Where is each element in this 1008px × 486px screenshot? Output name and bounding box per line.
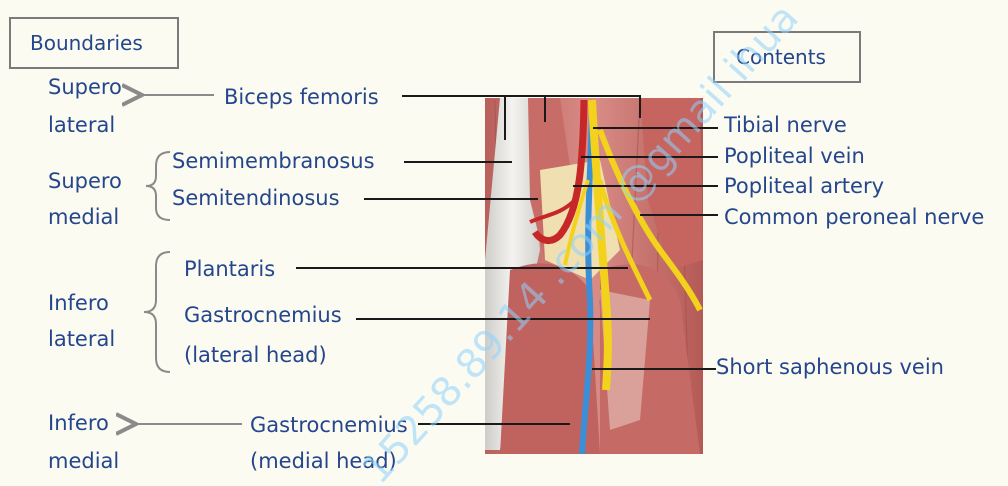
superomedial-region-line1: Supero	[48, 169, 122, 193]
gastrocnemius-lateral-label: Gastrocnemius	[184, 303, 342, 327]
inferomedial-region-line1: Infero	[48, 411, 109, 435]
boundaries-heading: Boundaries	[30, 31, 143, 55]
inferolateral-region-line1: Infero	[48, 291, 109, 315]
popliteal-vein-label: Popliteal vein	[724, 144, 865, 168]
biceps-femoris-label: Biceps femoris	[224, 85, 379, 109]
common-peroneal-nerve-label: Common peroneal nerve	[724, 205, 984, 229]
superolateral-region-line1: Supero	[48, 75, 122, 99]
inferomedial-region-line2: medial	[48, 449, 119, 473]
superomedial-brace	[146, 152, 170, 220]
tibial-nerve-label: Tibial nerve	[723, 113, 847, 137]
gastrocnemius-lateral-head-label: (lateral head)	[184, 343, 327, 367]
boundaries-heading-box: Boundaries	[10, 18, 178, 68]
plantaris-label: Plantaris	[184, 257, 275, 281]
semitendinosus-label: Semitendinosus	[172, 186, 340, 210]
popliteal-artery-label: Popliteal artery	[724, 174, 884, 198]
semimembranosus-label: Semimembranosus	[172, 149, 375, 173]
superomedial-region-line2: medial	[48, 205, 119, 229]
inferolateral-region-line2: lateral	[48, 327, 115, 351]
superolateral-region-line2: lateral	[48, 113, 115, 137]
inferolateral-brace	[144, 252, 170, 372]
short-saphenous-vein-label: Short saphenous vein	[716, 355, 944, 379]
